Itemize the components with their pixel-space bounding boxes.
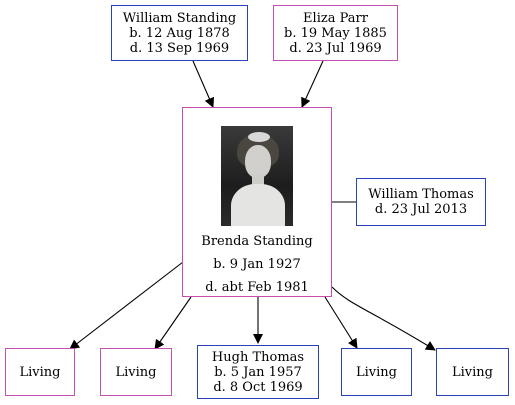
child-1-label: Living: [19, 364, 61, 380]
father-name: William Standing: [122, 10, 237, 26]
spouse-death: d. 23 Jul 2013: [374, 202, 468, 217]
child-4-label: Living: [356, 364, 397, 380]
focus-name: Brenda Standing: [201, 234, 313, 249]
child-2-label: Living: [115, 364, 157, 380]
child-node-4[interactable]: Living: [341, 348, 412, 396]
child-node-3[interactable]: Hugh Thomas b. 5 Jan 1957 d. 8 Oct 1969: [197, 345, 319, 399]
focus-death: d. abt Feb 1981: [205, 280, 309, 295]
portrait-photo: [221, 126, 293, 226]
edge-focus-to-child-2: [154, 296, 192, 350]
edge-focus-to-child-5: [331, 286, 436, 351]
father-node[interactable]: William Standing b. 12 Aug 1878 d. 13 Se…: [111, 5, 248, 61]
child-node-5[interactable]: Living: [436, 348, 509, 396]
edge-father-to-focus: [192, 60, 214, 108]
father-birth: b. 12 Aug 1878: [129, 25, 230, 41]
edge-focus-to-child-1: [69, 261, 184, 350]
child-node-1[interactable]: Living: [5, 348, 75, 396]
father-death: d. 13 Sep 1969: [129, 40, 230, 56]
mother-death: d. 23 Jul 1969: [289, 40, 382, 56]
edge-mother-to-focus: [301, 60, 324, 108]
mother-birth: b. 19 May 1885: [284, 25, 387, 41]
spouse-name: William Thomas: [368, 187, 474, 202]
edge-focus-to-child-4: [324, 296, 358, 349]
child-node-2[interactable]: Living: [100, 348, 172, 396]
child-3-death: d. 8 Oct 1969: [213, 379, 303, 395]
child-3-name: Hugh Thomas: [211, 349, 305, 365]
child-3-birth: b. 5 Jan 1957: [214, 364, 302, 380]
child-5-label: Living: [452, 364, 493, 380]
focus-person-node[interactable]: Brenda Standing b. 9 Jan 1927 d. abt Feb…: [182, 107, 332, 297]
mother-node[interactable]: Eliza Parr b. 19 May 1885 d. 23 Jul 1969: [273, 5, 398, 61]
spouse-node[interactable]: William Thomas d. 23 Jul 2013: [356, 178, 486, 226]
mother-name: Eliza Parr: [303, 10, 368, 26]
focus-birth: b. 9 Jan 1927: [213, 257, 301, 272]
